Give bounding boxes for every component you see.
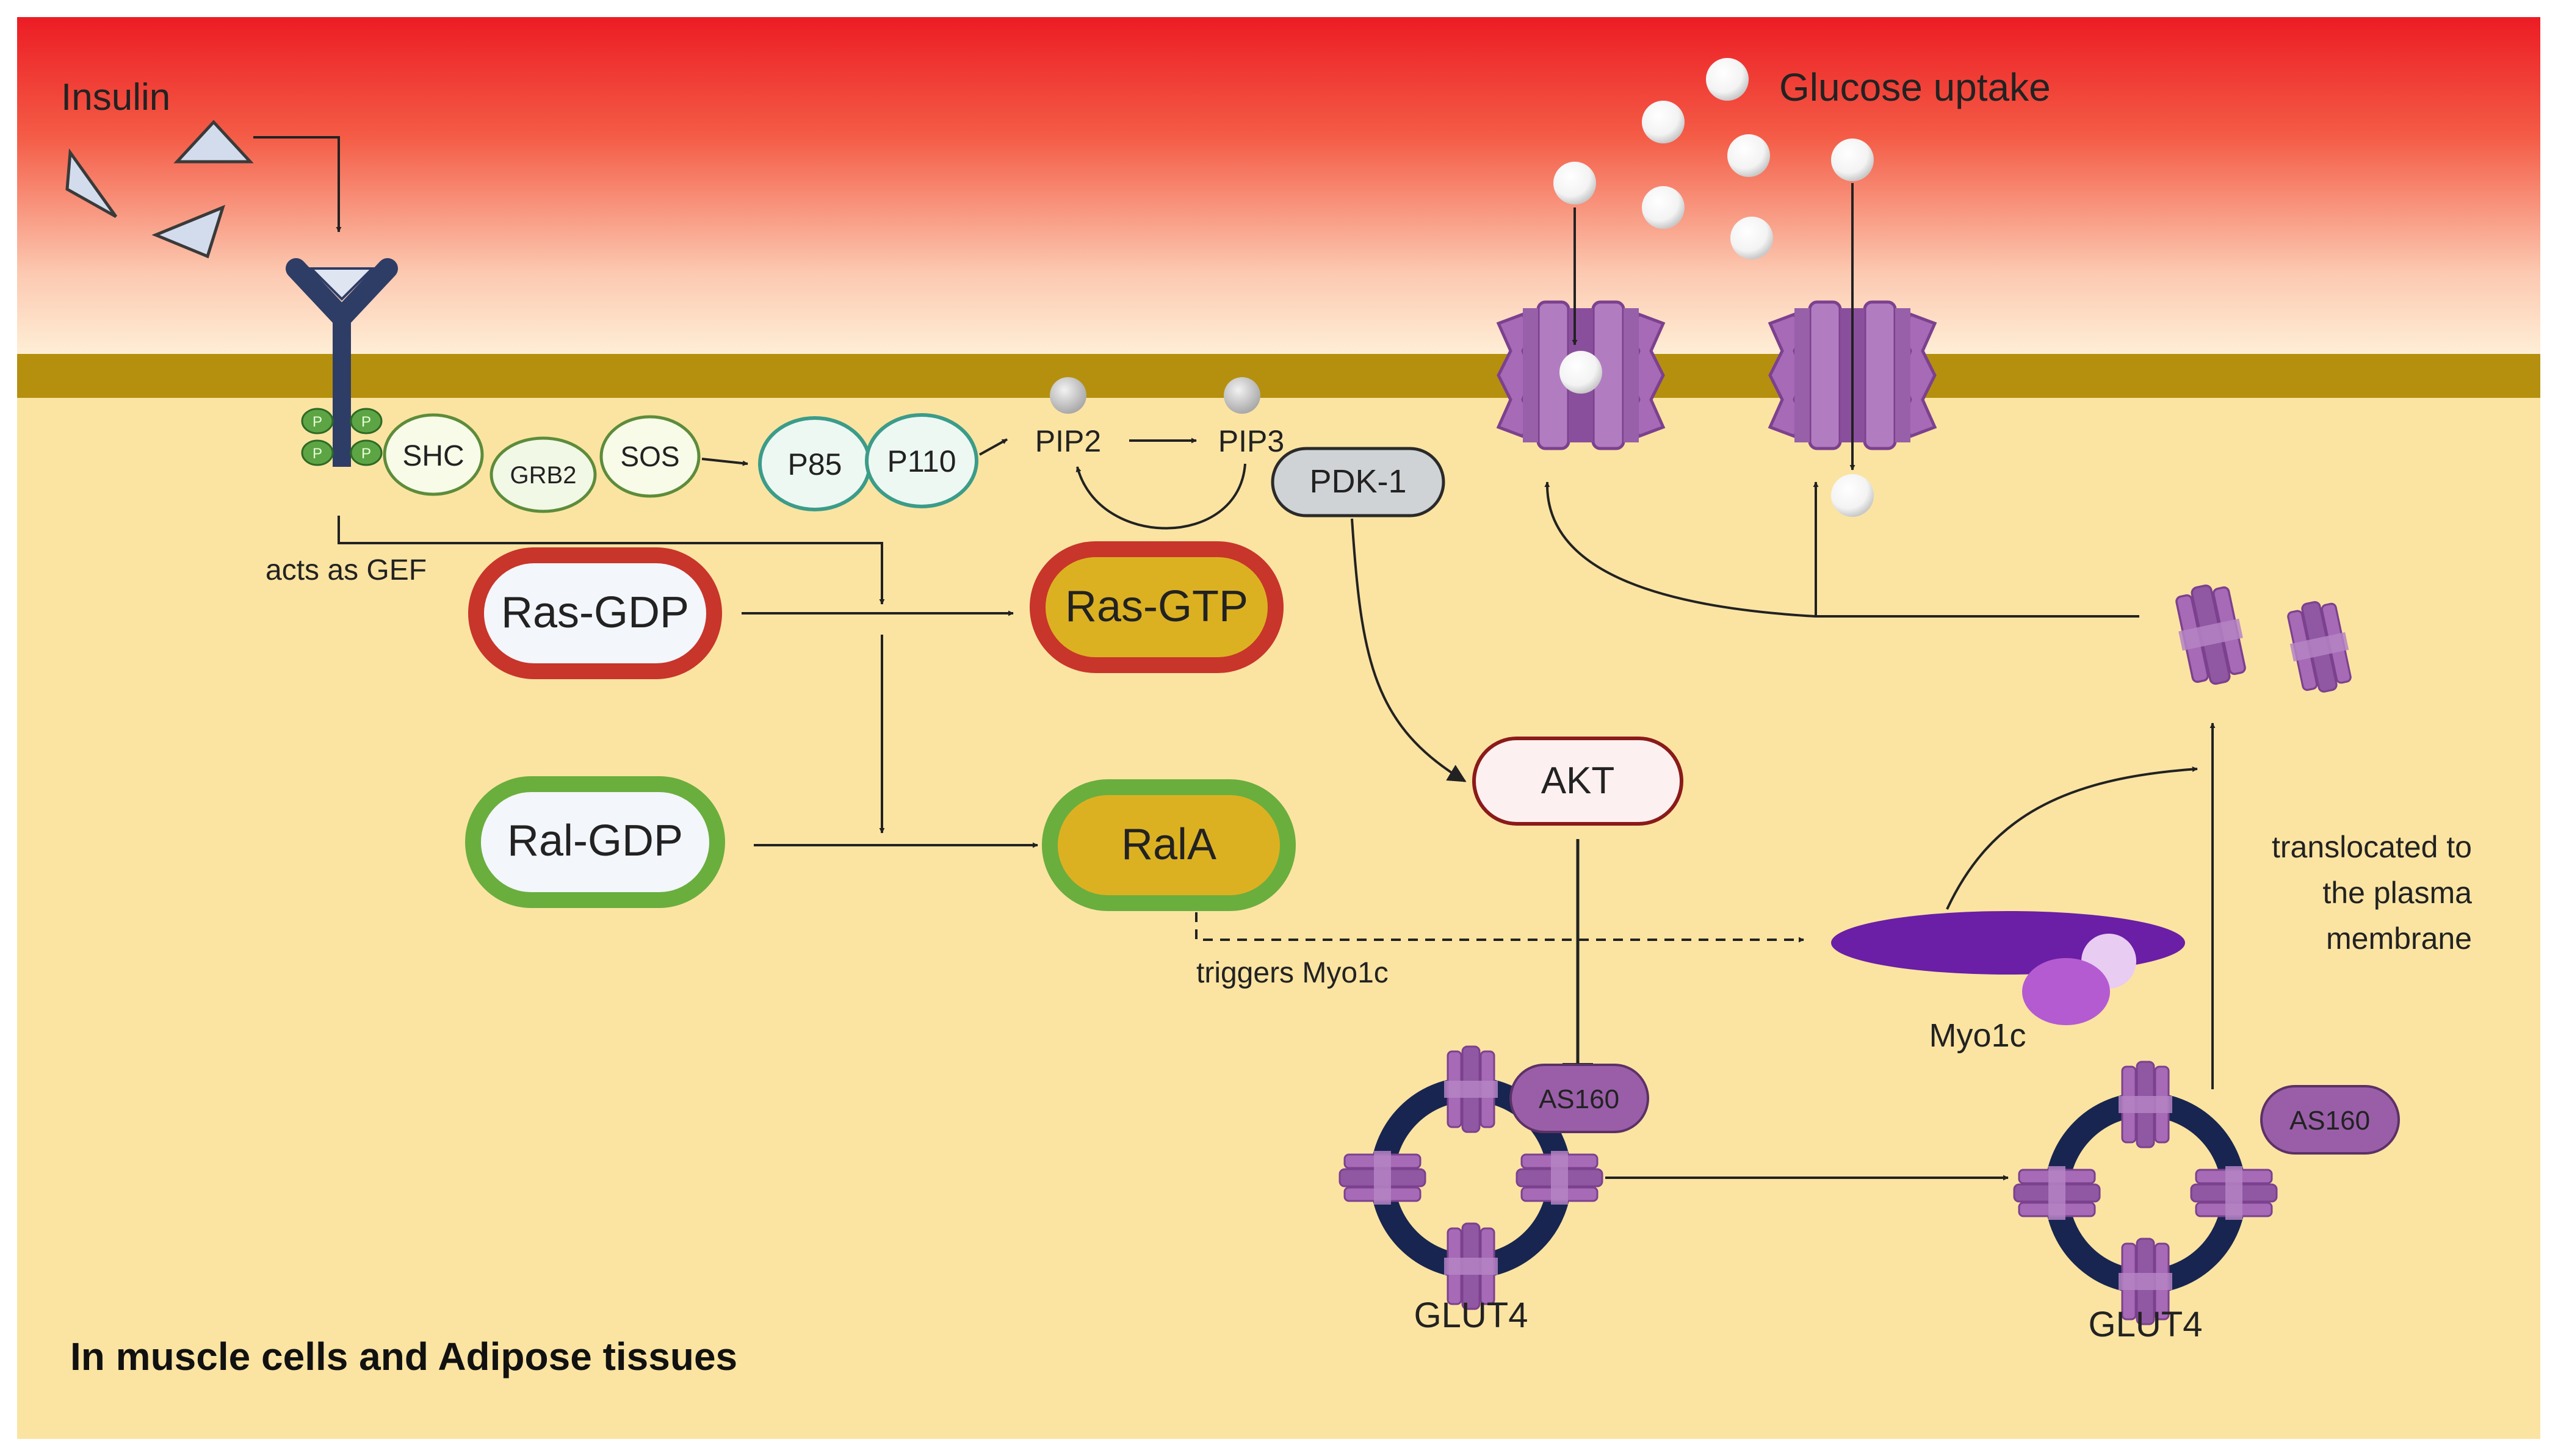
glucose-molecule bbox=[1730, 217, 1773, 259]
glucose-molecule bbox=[1831, 139, 1874, 181]
ras-gdp-label: Ras-GDP bbox=[501, 588, 689, 637]
as160-right-label: AS160 bbox=[2289, 1106, 2370, 1136]
insulin-molecule bbox=[173, 120, 254, 164]
phospho-label: P bbox=[313, 414, 322, 430]
pip2-label: PIP2 bbox=[1035, 424, 1101, 458]
extracellular-space bbox=[17, 17, 2540, 359]
as160-right-node bbox=[2260, 1085, 2400, 1155]
tissue-note: In muscle cells and Adipose tissues bbox=[70, 1335, 737, 1379]
insulin-molecule bbox=[151, 204, 225, 259]
translocated-line2: the plasma bbox=[2322, 876, 2472, 910]
insulin-label: Insulin bbox=[61, 76, 170, 118]
ras-gtp-node bbox=[1030, 541, 1284, 673]
insulin-molecule bbox=[65, 148, 118, 218]
ras-gdp-node bbox=[468, 547, 722, 679]
glucose-molecule bbox=[1831, 474, 1874, 517]
acts-as-gef-label: acts as GEF bbox=[266, 554, 427, 586]
translocated-line1: translocated to bbox=[2272, 830, 2472, 864]
glucose-molecule bbox=[1559, 351, 1602, 394]
ral-gdp-label: Ral-GDP bbox=[507, 816, 683, 865]
pdk1-to-akt-arrow bbox=[1351, 518, 1467, 782]
p85-label: P85 bbox=[788, 447, 842, 481]
sos-node bbox=[599, 415, 701, 498]
p110-node bbox=[865, 413, 978, 508]
shc-label: SHC bbox=[402, 440, 464, 472]
grb2-node bbox=[490, 436, 597, 513]
myo1c-transport-arrow bbox=[1946, 766, 2198, 910]
akt-node bbox=[1472, 737, 1683, 826]
glucose-molecule bbox=[1706, 58, 1749, 101]
glucose-molecule bbox=[1642, 101, 1685, 143]
insulin-receptor bbox=[286, 258, 398, 467]
glucose-molecule bbox=[1642, 186, 1685, 229]
grb2-label: GRB2 bbox=[510, 462, 577, 489]
glucose-uptake-label: Glucose uptake bbox=[1779, 65, 2051, 109]
plasma-membrane bbox=[17, 354, 2540, 398]
myo1c-label: Myo1c bbox=[1929, 1017, 2026, 1054]
rala-label: RalA bbox=[1121, 820, 1216, 869]
as160-left-label: AS160 bbox=[1539, 1084, 1619, 1114]
pip3-headgroup bbox=[1224, 377, 1260, 414]
phospho-label: P bbox=[313, 445, 322, 462]
gef-line bbox=[338, 516, 885, 605]
rala-node bbox=[1042, 779, 1296, 911]
glut4-vesicle-left bbox=[1339, 1045, 1603, 1310]
phospho-label: P bbox=[361, 445, 371, 462]
sos-label: SOS bbox=[620, 441, 679, 472]
glucose-molecule bbox=[1553, 162, 1596, 204]
pdk1-label: PDK-1 bbox=[1309, 463, 1406, 500]
insulin-molecules bbox=[65, 120, 254, 259]
glut4-insertion-route bbox=[1544, 481, 2139, 618]
phosphorylation-sites: P P P P bbox=[301, 408, 383, 466]
insulin-binding-arrow bbox=[253, 136, 342, 232]
shc-node bbox=[383, 413, 484, 496]
pip2-headgroup bbox=[1050, 377, 1086, 414]
akt-label: AKT bbox=[1541, 760, 1615, 802]
glucose-molecules bbox=[1553, 58, 1874, 517]
translocated-line3: membrane bbox=[2326, 921, 2472, 956]
p110-label: P110 bbox=[887, 444, 956, 478]
sos-to-p85-arrow bbox=[701, 458, 748, 466]
pdk1-node bbox=[1271, 447, 1445, 517]
glut4-right-label: GLUT4 bbox=[2089, 1305, 2203, 1344]
rala-to-myo1c-dashed-arrow bbox=[1195, 912, 1804, 943]
ral-gdp-node bbox=[465, 776, 725, 908]
glut4-vesicle-right bbox=[2013, 1061, 2278, 1325]
myo1c-motor bbox=[1831, 911, 2185, 1025]
pip3-label: PIP3 bbox=[1218, 424, 1284, 458]
phospho-label: P bbox=[361, 414, 371, 430]
pip3-to-pip2-feedback-arrow bbox=[1075, 463, 1246, 530]
glut4-left-label: GLUT4 bbox=[1414, 1296, 1528, 1335]
p110-to-pip2-arrow bbox=[979, 438, 1008, 456]
as160-left-node bbox=[1509, 1064, 1649, 1133]
ras-gtp-label: Ras-GTP bbox=[1065, 582, 1248, 631]
glucose-molecule bbox=[1727, 134, 1770, 177]
triggers-myo1c-label: triggers Myo1c bbox=[1196, 957, 1389, 989]
